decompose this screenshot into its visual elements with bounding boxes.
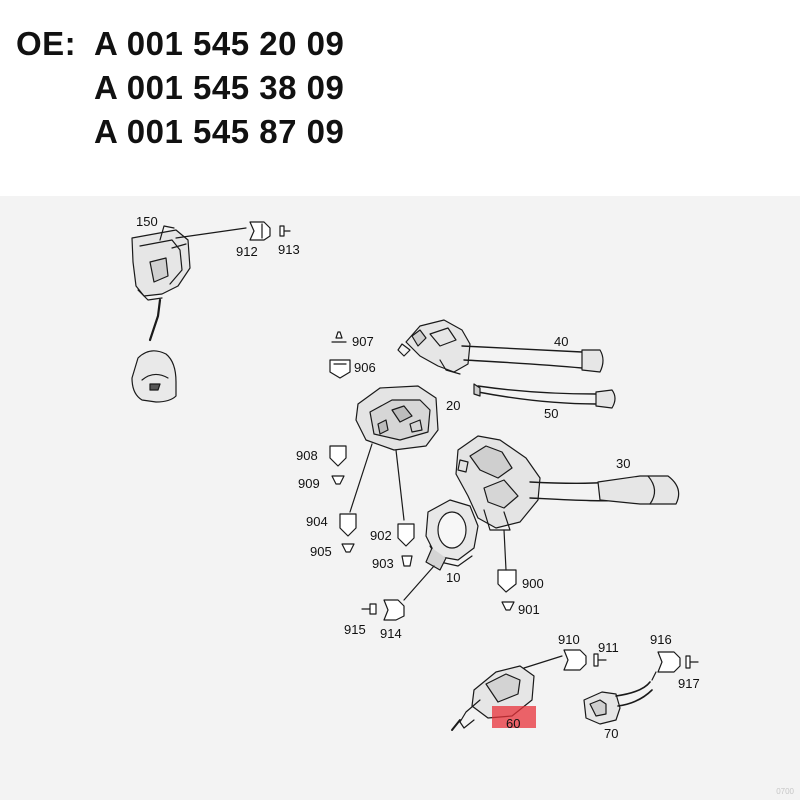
watermark: 0700 xyxy=(776,787,794,796)
oe-number-2: A 001 545 38 09 xyxy=(94,69,345,106)
label-50: 50 xyxy=(544,406,558,421)
part-10-clock-spring xyxy=(403,499,479,601)
oe-label: OE: xyxy=(16,25,77,62)
label-911: 911 xyxy=(598,640,619,655)
label-60: 60 xyxy=(506,716,520,731)
part-150-hood-latch xyxy=(131,225,247,342)
part-70-plug xyxy=(583,671,657,725)
oe-row-3: A 001 545 87 09 xyxy=(16,110,344,154)
label-917: 917 xyxy=(678,676,700,691)
label-902: 902 xyxy=(370,528,392,543)
label-913: 913 xyxy=(278,242,300,257)
label-904: 904 xyxy=(306,514,328,529)
label-905: 905 xyxy=(310,544,332,559)
pin-913 xyxy=(279,225,291,237)
label-40: 40 xyxy=(554,334,568,349)
label-20: 20 xyxy=(446,398,460,413)
pin-903 xyxy=(401,555,413,567)
label-910: 910 xyxy=(558,632,580,647)
label-903: 903 xyxy=(372,556,394,571)
part-20-switch-module xyxy=(349,385,439,521)
part-60-brake-light-switch xyxy=(451,655,563,731)
connector-910 xyxy=(563,649,587,671)
part-50-stalk xyxy=(473,383,616,409)
connector-914 xyxy=(383,599,405,621)
pin-909 xyxy=(331,475,345,485)
connector-906 xyxy=(329,359,351,379)
oe-row-2: A 001 545 38 09 xyxy=(16,66,344,110)
pin-907 xyxy=(331,331,347,343)
label-906: 906 xyxy=(354,360,376,375)
oe-row-1: OE: A 001 545 20 09 xyxy=(16,22,344,66)
highlight-part-60 xyxy=(492,706,536,728)
oe-number-3: A 001 545 87 09 xyxy=(94,113,345,150)
label-900: 900 xyxy=(522,576,544,591)
hood-release-handle xyxy=(131,350,177,403)
label-150: 150 xyxy=(136,214,158,229)
label-901: 901 xyxy=(518,602,540,617)
pin-915 xyxy=(361,603,377,615)
connector-902 xyxy=(397,523,415,547)
pin-917 xyxy=(685,655,699,669)
connector-912 xyxy=(249,221,271,241)
label-915: 915 xyxy=(344,622,366,637)
connector-908 xyxy=(329,445,347,467)
oe-number-1: A 001 545 20 09 xyxy=(94,25,345,62)
label-907: 907 xyxy=(352,334,374,349)
label-908: 908 xyxy=(296,448,318,463)
part-40-wiper-switch xyxy=(397,319,604,375)
connector-916 xyxy=(657,651,681,673)
pin-911 xyxy=(593,653,607,667)
connector-904 xyxy=(339,513,357,537)
label-916: 916 xyxy=(650,632,672,647)
part-30-combination-switch xyxy=(455,435,680,531)
connector-900 xyxy=(497,529,517,593)
label-912: 912 xyxy=(236,244,258,259)
label-10: 10 xyxy=(446,570,460,585)
pin-901 xyxy=(501,601,515,611)
label-70: 70 xyxy=(604,726,618,741)
pin-905 xyxy=(341,543,355,553)
label-914: 914 xyxy=(380,626,402,641)
label-30: 30 xyxy=(616,456,630,471)
label-909: 909 xyxy=(298,476,320,491)
oe-part-numbers: OE: A 001 545 20 09 A 001 545 38 09 A 00… xyxy=(16,22,344,154)
